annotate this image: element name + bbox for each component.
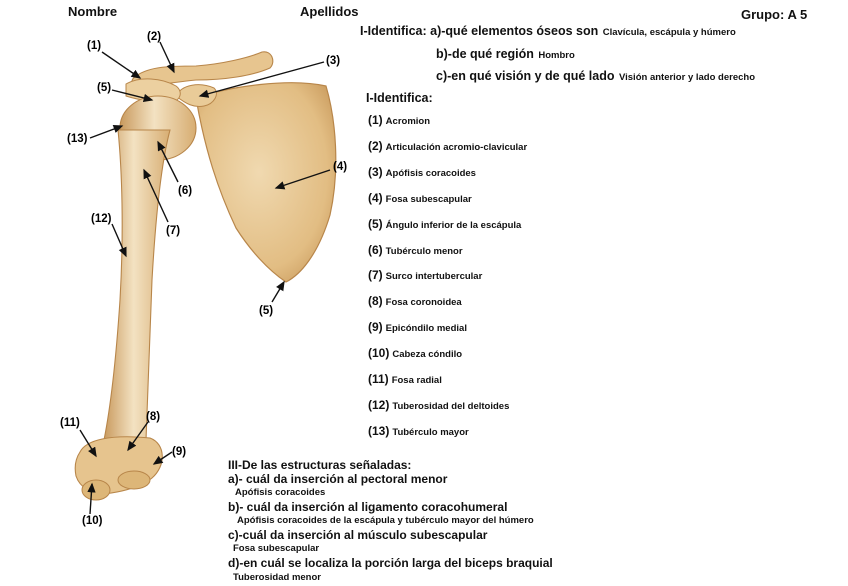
identifica-item-number: (11) [368, 372, 389, 386]
identifica-item: (4)Fosa subescapular [368, 189, 472, 207]
fig-label-11: (11) [60, 417, 80, 429]
identifica-item-number: (5) [368, 216, 383, 231]
identifica-item-label: Fosa coronoidea [385, 297, 462, 309]
leader-10 [87, 482, 96, 515]
identifica-item: (2)Articulación acromio-clavicular [368, 137, 527, 155]
question-b-row: b)-de qué región Hombro [436, 45, 575, 63]
identifica-item: (11)Fosa radial [368, 370, 442, 388]
identifica-item-label: Articulación acromio-clavicular [385, 141, 528, 153]
identifica-title: I-Identifica: [366, 91, 433, 105]
nombre-label: Nombre [68, 4, 118, 19]
identifica-item: (6)Tubérculo menor [368, 241, 463, 259]
identifica-item-label: Fosa subescapular [385, 193, 472, 205]
section3-question-c: c)-cuál da inserción al músculo subescap… [228, 528, 488, 542]
identifica-item-label: Tubérculo mayor [392, 426, 469, 438]
fig-label-13: (13) [67, 133, 88, 145]
fig-label-10: (10) [82, 515, 103, 527]
identifica-item-number: (1) [368, 113, 383, 127]
leader-1 [101, 51, 142, 79]
identifica-item: (5)Ángulo inferior de la escápula [368, 215, 521, 233]
section3-answer-a: Apófisis coracoides [235, 487, 326, 498]
section3-question-b: b)- cuál da inserción al ligamento corac… [228, 500, 508, 514]
fig-label-8: (8) [146, 411, 160, 423]
leader-6 [157, 140, 179, 183]
fig-label-3: (3) [326, 55, 340, 67]
question-b: b)-de qué región [436, 47, 534, 61]
section3-title: III-De las estructuras señaladas: [228, 458, 412, 472]
leader-12 [111, 223, 127, 258]
section3-answer-c: Fosa subescapular [233, 543, 320, 554]
identifica-item: (8)Fosa coronoidea [368, 292, 462, 310]
identifica-item-number: (7) [368, 268, 383, 283]
identifica-item-number: (9) [368, 320, 383, 335]
fig-label-7: (7) [166, 225, 180, 237]
trochlea [117, 470, 151, 490]
leader-13 [89, 125, 124, 139]
identifica-item: (13)Tubérculo mayor [368, 422, 469, 440]
identifica-item-number: (10) [368, 346, 390, 361]
identifica-item-label: Epicóndilo medial [385, 323, 467, 335]
section3-answer-b: Apófisis coracoides de la escápula y tub… [237, 515, 534, 526]
fig-label-12: (12) [91, 213, 112, 225]
identifica-item-label: Tubérculo menor [385, 245, 463, 257]
question-a-row: I-Identifica: a)-qué elementos óseos son… [360, 22, 736, 40]
identifica-item-label: Tuberosidad del deltoides [392, 400, 510, 412]
identifica-item-label: Fosa radial [391, 375, 442, 386]
fig-label-9: (9) [172, 446, 186, 458]
fig-label-6: (6) [178, 185, 192, 197]
leader-4 [274, 169, 331, 190]
fig-label-2: (2) [147, 31, 161, 43]
identifica-item: (9)Epicóndilo medial [368, 318, 467, 336]
figure-labels: (1) (2) (3) (4) (5) (5) (6) (7) (8) (9) … [60, 31, 347, 527]
leader-5a [111, 89, 154, 103]
leader-8 [127, 421, 149, 452]
section3-question-d: d)-en cuál se localiza la porción larga … [228, 556, 553, 570]
fig-label-5a: (5) [97, 82, 111, 94]
identifica-item: (12)Tuberosidad del deltoides [368, 396, 509, 414]
answer-b: Hombro [538, 50, 575, 61]
identifica-item: (1)Acromion [368, 111, 430, 129]
answer-c: Visión anterior y lado derecho [618, 72, 755, 83]
answer-a: Clavícula, escápula y húmero [602, 27, 736, 38]
identifica-item-number: (12) [368, 397, 390, 412]
identifica-item: (7)Surco intertubercular [368, 266, 482, 284]
identifica-item: (3)Apófisis coracoides [368, 163, 476, 181]
leader-5b [271, 280, 285, 303]
question-c: c)-en qué visión y de qué lado [436, 69, 615, 83]
leader-3 [198, 61, 325, 98]
identifica-item-label: Surco intertubercular [385, 271, 483, 283]
identifica-item-label: Cabeza cóndilo [392, 349, 463, 361]
leader-11 [79, 429, 97, 458]
apellidos-label: Apellidos [300, 4, 359, 19]
leader-2 [159, 41, 175, 74]
fig-label-5b: (5) [259, 305, 273, 317]
question-c-row: c)-en qué visión y de qué lado Visión an… [436, 67, 755, 85]
leader-7 [143, 168, 169, 223]
identifica-item-number: (13) [368, 423, 390, 438]
identifica-item: (10)Cabeza cóndilo [368, 344, 462, 362]
section3-answer-d: Tuberosidad menor [233, 572, 321, 583]
identifica-item-number: (6) [368, 242, 383, 257]
capitulum [81, 479, 111, 501]
fig-label-1: (1) [87, 40, 101, 52]
scapula [195, 82, 337, 283]
leader-lines [79, 41, 331, 515]
humerus-shaft [103, 129, 171, 441]
section3-question-a: a)- cuál da inserción al pectoral menor [228, 472, 448, 486]
grupo-label: Grupo: A 5 [741, 7, 808, 22]
question-a: I-Identifica: a)-qué elementos óseos son [360, 24, 599, 38]
identifica-item-label: Acromion [385, 116, 431, 127]
identifica-item-label: Apófisis coracoides [385, 167, 476, 179]
fig-label-4: (4) [333, 161, 347, 173]
identifica-item-number: (4) [368, 190, 383, 205]
leader-9 [152, 451, 173, 465]
identifica-item-label: Ángulo inferior de la escápula [385, 219, 522, 231]
identifica-item-number: (2) [368, 138, 383, 153]
identifica-item-number: (3) [368, 164, 383, 179]
identifica-item-number: (8) [368, 294, 383, 309]
